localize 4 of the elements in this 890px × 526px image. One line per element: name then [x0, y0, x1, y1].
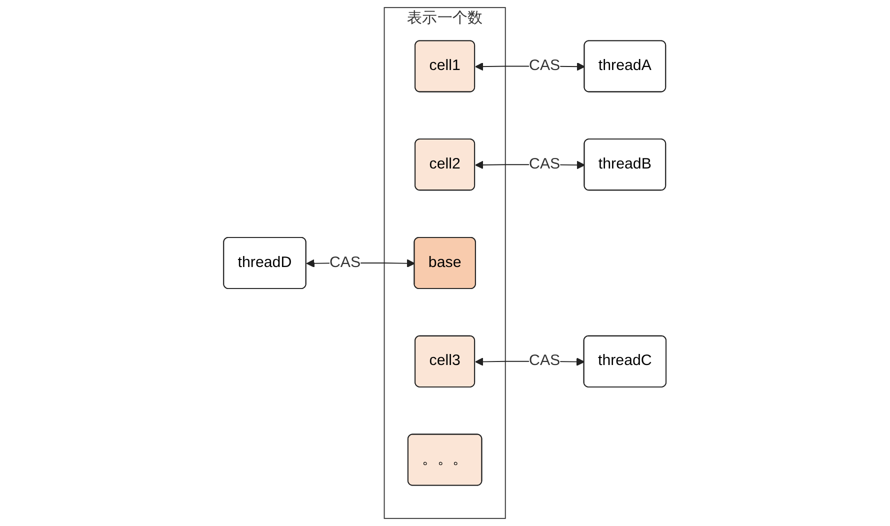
edge-label: CAS	[330, 254, 361, 271]
edge-label: CAS	[529, 352, 560, 369]
edge-label: CAS	[529, 58, 560, 74]
edge-label: CAS	[529, 156, 560, 172]
